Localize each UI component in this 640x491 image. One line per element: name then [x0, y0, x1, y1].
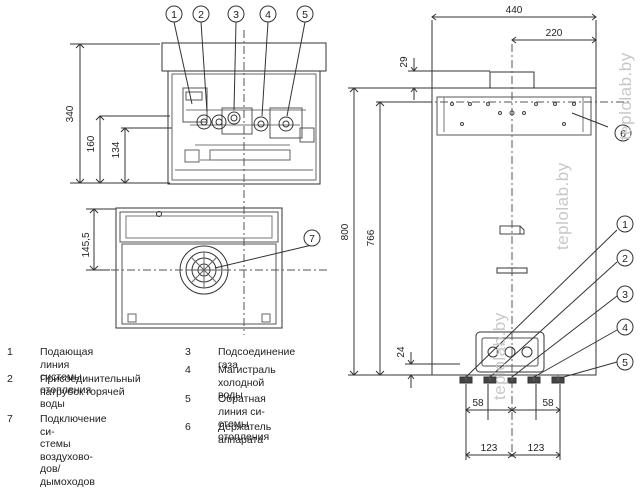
callout-4-right: 4 [622, 322, 628, 334]
callout-2-right: 2 [622, 253, 628, 265]
top-view [95, 190, 330, 335]
front-view [376, 44, 630, 460]
bottom-view [161, 21, 327, 190]
legend-number: 4 [185, 364, 191, 376]
callout-3-right: 3 [622, 289, 628, 301]
legend-text: Присоединительный патрубок горячей воды [40, 373, 141, 410]
watermark: teplolab.by [616, 52, 635, 140]
legend-number: 7 [7, 413, 13, 425]
legend-text: Подающая линия системы отопления [40, 346, 94, 396]
legend-number: 1 [7, 346, 13, 358]
legend-text: Подсоединение газа [218, 346, 296, 371]
callout-labels: 1 2 3 4 5 7 6 1 2 3 4 5 [171, 9, 628, 369]
dim-lines-front [348, 13, 597, 460]
callout-7: 7 [309, 233, 315, 245]
dim-766: 766 [366, 229, 377, 246]
dim-58-right: 58 [542, 398, 554, 409]
dim-24: 24 [396, 346, 407, 358]
dim-440: 440 [506, 5, 523, 16]
callouts [165, 5, 634, 371]
callout-2-top: 2 [198, 9, 204, 21]
dim-800: 800 [340, 223, 351, 240]
callout-5-top: 5 [302, 9, 308, 21]
dim-145-5: 145,5 [81, 232, 92, 257]
dimension-labels: 440 220 29 340 160 134 145,5 800 766 24 … [65, 5, 563, 454]
legend-number: 3 [185, 346, 191, 358]
legend-text: Магистраль холодной воды [218, 364, 276, 401]
dim-lines-top-left [70, 43, 172, 184]
legend-number: 6 [185, 421, 191, 433]
dim-123-right: 123 [528, 443, 545, 454]
watermark: teplolab.by [490, 312, 509, 400]
dim-220: 220 [546, 28, 563, 39]
legend-number: 2 [7, 373, 13, 385]
callout-6: 6 [620, 128, 626, 140]
callout-5-right: 5 [622, 357, 628, 369]
watermark: teplolab.by [553, 162, 572, 250]
callout-4-top: 4 [265, 9, 271, 21]
legend-text: Подключение си- стемы воздухово- дов/дым… [40, 413, 107, 488]
dim-29: 29 [399, 56, 410, 68]
dim-lines-top-view [86, 208, 116, 271]
dim-58-left: 58 [472, 398, 484, 409]
dim-134: 134 [111, 141, 122, 158]
dim-340: 340 [65, 105, 76, 122]
dim-160: 160 [86, 135, 97, 152]
legend-text: Обратная линия си- стемы отопления [218, 393, 270, 443]
callout-1-right: 1 [622, 219, 628, 231]
callout-3-top: 3 [233, 9, 239, 21]
legend-number: 5 [185, 393, 191, 405]
legend-text: Держатель аппарата [218, 421, 272, 446]
callout-1-top: 1 [171, 9, 177, 21]
dim-123-left: 123 [481, 443, 498, 454]
